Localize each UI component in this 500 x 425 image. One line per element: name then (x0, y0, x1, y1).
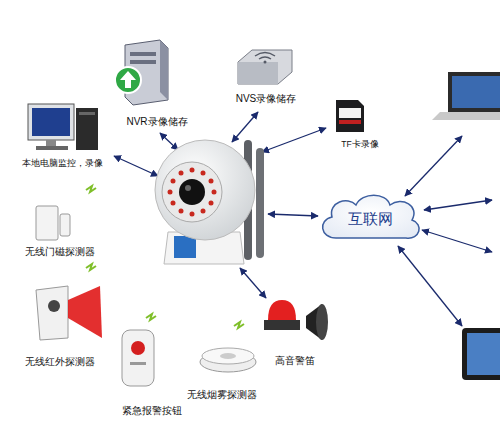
device-name: 无线烟雾探测器 (185, 389, 259, 401)
device-label: TF卡录像 (337, 138, 383, 153)
cloud-shape (323, 195, 419, 238)
nvr-server-icon (115, 40, 168, 105)
siren-icon (264, 300, 328, 340)
nvs-storage-icon (238, 50, 292, 84)
device-label: 紧急报警按钮 (118, 404, 186, 420)
device-label: 无线门磁探测器 (21, 245, 99, 261)
device-label: 无线红外探测器 (21, 355, 99, 371)
device-label: NVR录像储存 (122, 115, 192, 131)
device-label: NVS录像储存 (232, 92, 301, 108)
pir-sensor-icon (36, 286, 102, 340)
laptop-icon (432, 72, 500, 120)
panic-button-icon (122, 330, 154, 386)
link-arrows (114, 112, 492, 326)
smoke-detector-icon (200, 348, 256, 372)
device-name: 本地电脑监控，录像 (20, 158, 105, 169)
device-name: TF卡录像 (339, 139, 381, 149)
device-name: 无线红外探测器 (23, 356, 97, 368)
cloud-label: 互联网 (348, 210, 393, 228)
device-label: 本地电脑监控，录像 (18, 157, 107, 172)
desktop-computer-icon (28, 104, 98, 150)
device-name: 无线门磁探测器 (23, 246, 97, 258)
internet-cloud: 互联网 (316, 190, 424, 248)
ip-camera (155, 140, 264, 264)
device-name: 高音警笛 (273, 355, 317, 367)
tf-card-icon (336, 100, 364, 132)
device-name: 紧急报警按钮 (120, 405, 184, 417)
device-label: 高音警笛 (271, 354, 319, 370)
device-name: NVS录像储存 (234, 93, 299, 105)
device-label: 无线烟雾探测器 (183, 388, 261, 404)
door-sensor-icon (36, 206, 70, 240)
device-name: NVR录像储存 (124, 116, 190, 128)
tablet-icon (462, 328, 500, 380)
